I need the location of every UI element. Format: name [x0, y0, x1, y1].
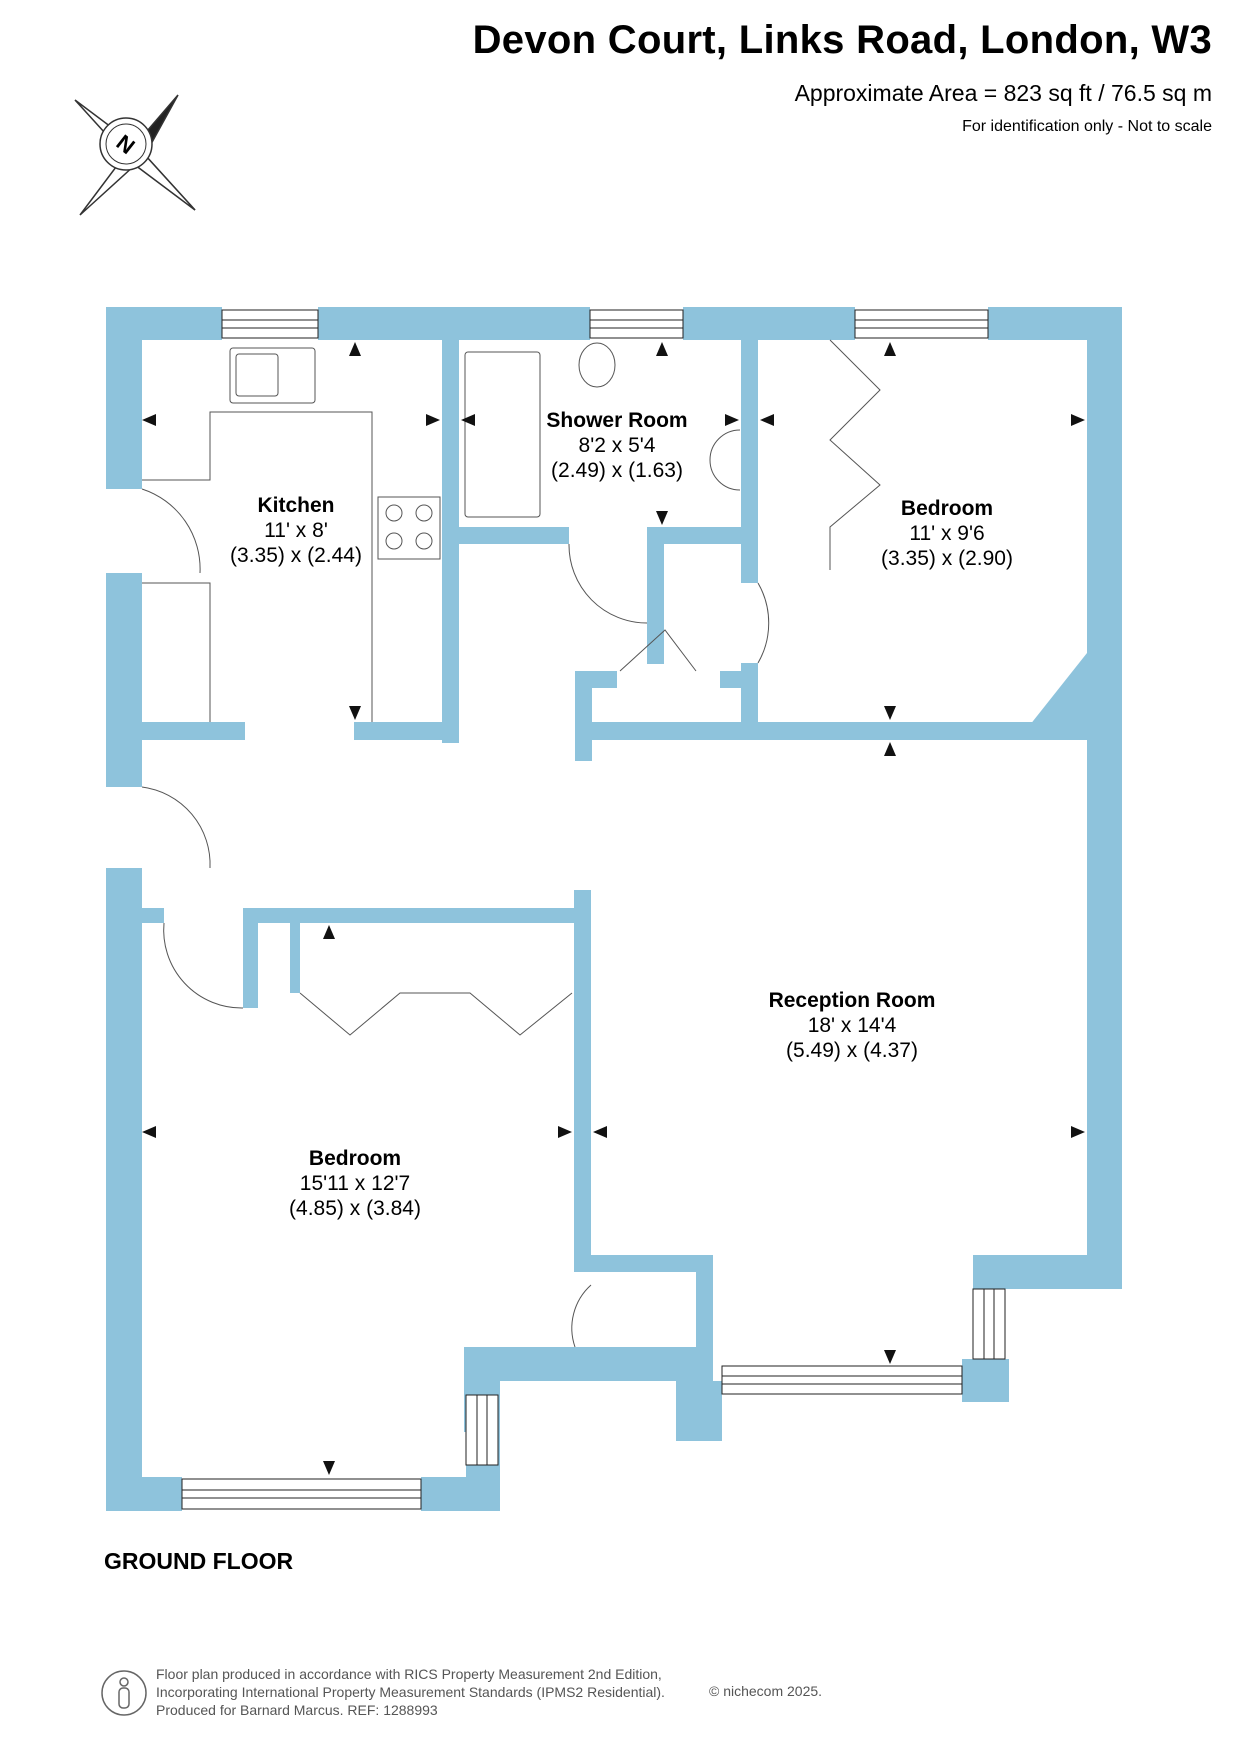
kitchen-door-swing — [141, 488, 201, 574]
room-kitchen: Kitchen 11' x 8' (3.35) x (2.44) — [230, 493, 362, 568]
scale-note: For identification only - Not to scale — [962, 118, 1212, 135]
room-name: Bedroom — [308, 1147, 402, 1170]
room-name: Reception Room — [768, 989, 936, 1012]
room-imperial: 15'11 x 12'7 — [299, 1172, 411, 1195]
shower-tray-icon — [464, 351, 541, 518]
cupboard-door-swing — [571, 1284, 592, 1348]
plan-title: Devon Court, Links Road, London, W3 — [472, 18, 1212, 62]
room-name: Kitchen — [257, 494, 335, 517]
bedroom2-door-swing — [163, 922, 244, 1009]
fixtures — [141, 339, 881, 1348]
room-metric: (3.35) x (2.44) — [230, 544, 362, 567]
windows — [181, 309, 1006, 1510]
person-icon — [101, 1670, 147, 1716]
shower-door-swing — [568, 543, 648, 624]
room-imperial: 11' x 8' — [264, 519, 328, 542]
footer-copyright: © nichecom 2025. — [709, 1683, 823, 1699]
room-metric: (5.49) x (4.37) — [786, 1039, 918, 1062]
room-bedroom-1: Bedroom 11' x 9'6 (3.35) x (2.90) — [881, 496, 1013, 571]
floor-label: GROUND FLOOR — [104, 1548, 294, 1574]
room-name: Bedroom — [900, 497, 994, 520]
compass-inner-ring — [105, 123, 147, 165]
footer-line-1: Floor plan produced in accordance with R… — [156, 1666, 662, 1682]
bedroom-door-swing — [757, 582, 770, 664]
room-name: Shower Room — [546, 409, 688, 432]
entrance-door-swing — [141, 786, 211, 869]
footer-line-3: Produced for Barnard Marcus. REF: 128899… — [156, 1702, 438, 1718]
dimension-arrows — [142, 342, 1085, 1475]
hob-icon — [377, 496, 441, 560]
footer-line-2: Incorporating International Property Mea… — [156, 1684, 665, 1700]
room-imperial: 11' x 9'6 — [909, 522, 985, 545]
toilet-icon — [578, 342, 616, 388]
compass-icon: N — [74, 94, 196, 216]
basin-icon — [709, 429, 741, 491]
room-reception: Reception Room 18' x 14'4 (5.49) x (4.37… — [769, 988, 936, 1063]
room-bedroom-2: Bedroom 15'11 x 12'7 (4.85) x (3.84) — [289, 1146, 421, 1221]
room-imperial: 18' x 14'4 — [807, 1014, 897, 1037]
room-shower: Shower Room 8'2 x 5'4 (2.49) x (1.63) — [546, 408, 687, 483]
footer: Floor plan produced in accordance with R… — [100, 1665, 1000, 1725]
room-metric: (2.49) x (1.63) — [551, 459, 683, 482]
room-metric: (4.85) x (3.84) — [289, 1197, 421, 1220]
walls — [106, 307, 1122, 1511]
room-metric: (3.35) x (2.90) — [881, 547, 1013, 570]
footer-text: Floor plan produced in accordance with R… — [156, 1665, 665, 1719]
room-imperial: 8'2 x 5'4 — [578, 434, 656, 457]
approximate-area: Approximate Area = 823 sq ft / 76.5 sq m — [794, 80, 1212, 106]
sink-icon — [229, 347, 316, 404]
